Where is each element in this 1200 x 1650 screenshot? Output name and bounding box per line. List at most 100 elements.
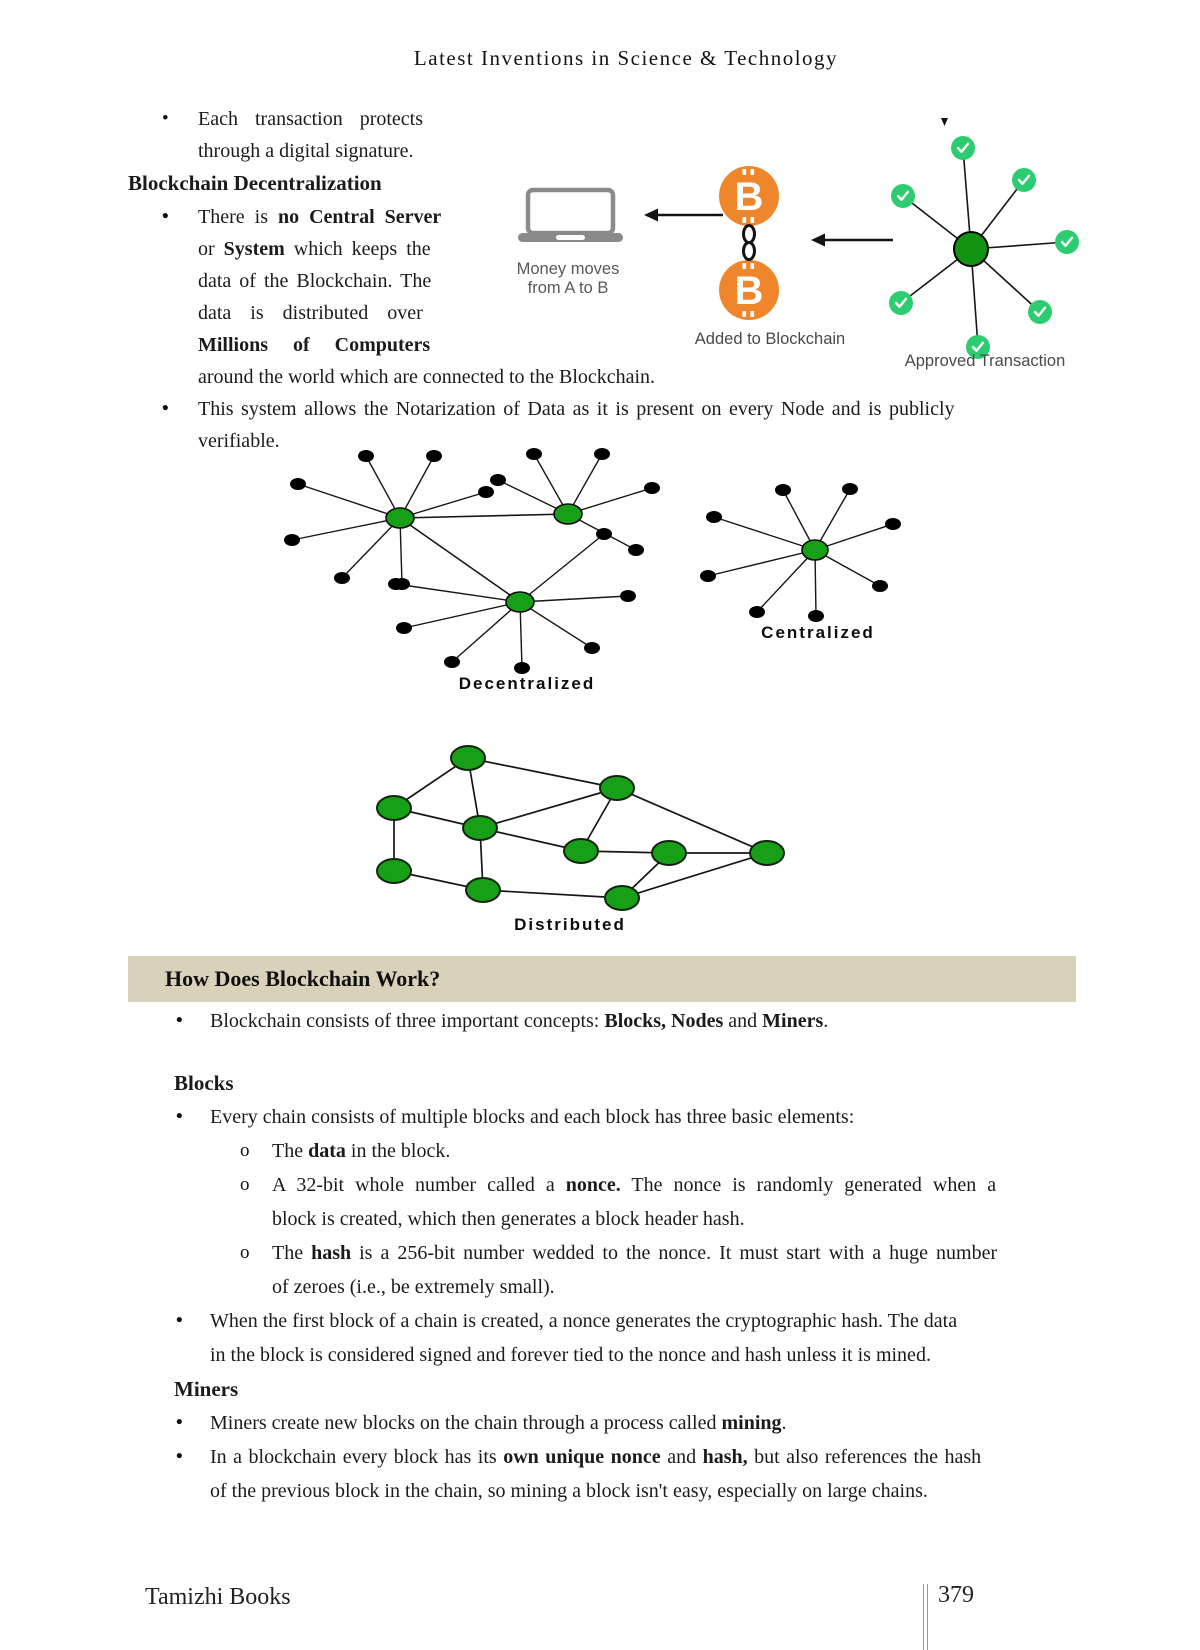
network-edge [399,455,435,519]
text-line: This system allows the Notarization of D… [198,398,955,420]
text-line: When the first block of a chain is creat… [210,1310,958,1332]
text-line: The data in the block. [272,1140,451,1162]
network-node [775,484,791,496]
network-edge [707,549,816,577]
approved-node [951,136,975,160]
cursor-mark-icon [941,118,948,126]
footer-publisher: Tamizhi Books [145,1584,291,1610]
laptop-icon [518,187,623,242]
network-node [465,877,501,903]
network-node [514,662,530,674]
network-node [644,482,660,494]
network-edge [399,491,487,519]
network-node [490,474,506,486]
network-node [444,656,460,668]
text-line: through a digital signature. [198,140,414,162]
text-line: Miners create new blocks on the chain th… [210,1412,787,1434]
heading-blocks: Blocks [174,1071,234,1095]
approved-node [891,184,915,208]
network-node [388,578,404,590]
text-line: There is no Central Server [198,206,442,228]
network-edge [814,523,894,551]
heading-miners: Miners [174,1377,239,1401]
network-edge [782,489,816,551]
money-moves-label-2: from A to B [528,279,609,297]
network-node [749,840,785,866]
network-node [700,570,716,582]
network-node [651,840,687,866]
money-moves-label-1: Money moves [517,260,620,278]
network-node [563,838,599,864]
bullet-icon: • [176,1446,183,1467]
network-edge [616,787,768,854]
network-node [596,528,612,540]
distributed-diagram: Distributed [376,745,785,934]
network-node [604,885,640,911]
circle-bullet-icon: o [240,1242,250,1263]
footer-page-number: 379 [938,1582,974,1608]
distributed-network [376,745,785,911]
network-edge [814,549,817,617]
network-edge [519,595,629,603]
text-line: verifiable. [198,430,280,452]
distributed-label: Distributed [514,915,626,934]
network-node [358,450,374,462]
arrow-left-icon [644,208,723,222]
network-node [376,795,412,821]
network-node [376,858,412,884]
circle-bullet-icon: o [240,1140,250,1161]
network-node [628,544,644,556]
bullet-icon: • [162,206,169,227]
network-node [584,642,600,654]
text-line: block is created, which then generates a… [272,1208,745,1230]
bitcoin-letter: B [735,175,764,219]
arrow-left-icon [811,233,893,247]
network-edge [297,483,401,519]
network-node [396,622,412,634]
decentralized-centralized-diagram: Decentralized Centralized [284,448,901,693]
bitcoin-chain-icon: B B [719,166,779,320]
text-line: around the world which are connected to … [198,366,656,388]
text-line: data of the Blockchain. The [198,270,432,292]
hub-node [553,503,583,525]
network-node [885,518,901,530]
network-edge [395,583,521,603]
text-line: Each transaction protects [198,108,424,130]
network-edge [713,516,816,551]
text-line: of the previous block in the chain, so m… [210,1480,928,1502]
network-node [842,483,858,495]
approved-node [1055,230,1079,254]
heading-how-does-blockchain-work: How Does Blockchain Work? [165,966,441,991]
network-node [334,572,350,584]
hub-edge [399,513,569,519]
network-edge [567,487,653,515]
centralized-network [700,483,901,622]
approved-transaction-label: Approved Transaction [905,352,1066,370]
page-header-title: Latest Inventions in Science & Technolog… [413,46,839,70]
network-edge [519,601,523,669]
text-line: data is distributed over [198,302,423,324]
bullet-icon: • [176,1010,183,1031]
network-edge [519,601,593,649]
blockchain-transaction-illustration: Money moves from A to B B B Added to Blo… [517,118,1079,370]
network-edge [403,601,521,629]
text-line: Blockchain consists of three important c… [210,1010,829,1032]
hub-node [505,591,535,613]
section-band: How Does Blockchain Work? [128,956,1076,1002]
network-edge [467,757,618,789]
checkmark-icon [896,190,910,201]
network-node [706,511,722,523]
checkmark-icon [956,142,970,153]
network-edge [291,517,401,541]
bullet-icon: • [162,398,169,419]
text-line: Every chain consists of multiple blocks … [210,1106,855,1128]
hub-node [801,539,829,561]
added-to-blockchain-label: Added to Blockchain [695,330,845,348]
network-node [872,580,888,592]
network-node [749,606,765,618]
bullet-icon: • [176,1412,183,1433]
network-node [290,478,306,490]
network-node [526,448,542,460]
approved-node [1028,300,1052,324]
decentralized-network [284,448,660,674]
